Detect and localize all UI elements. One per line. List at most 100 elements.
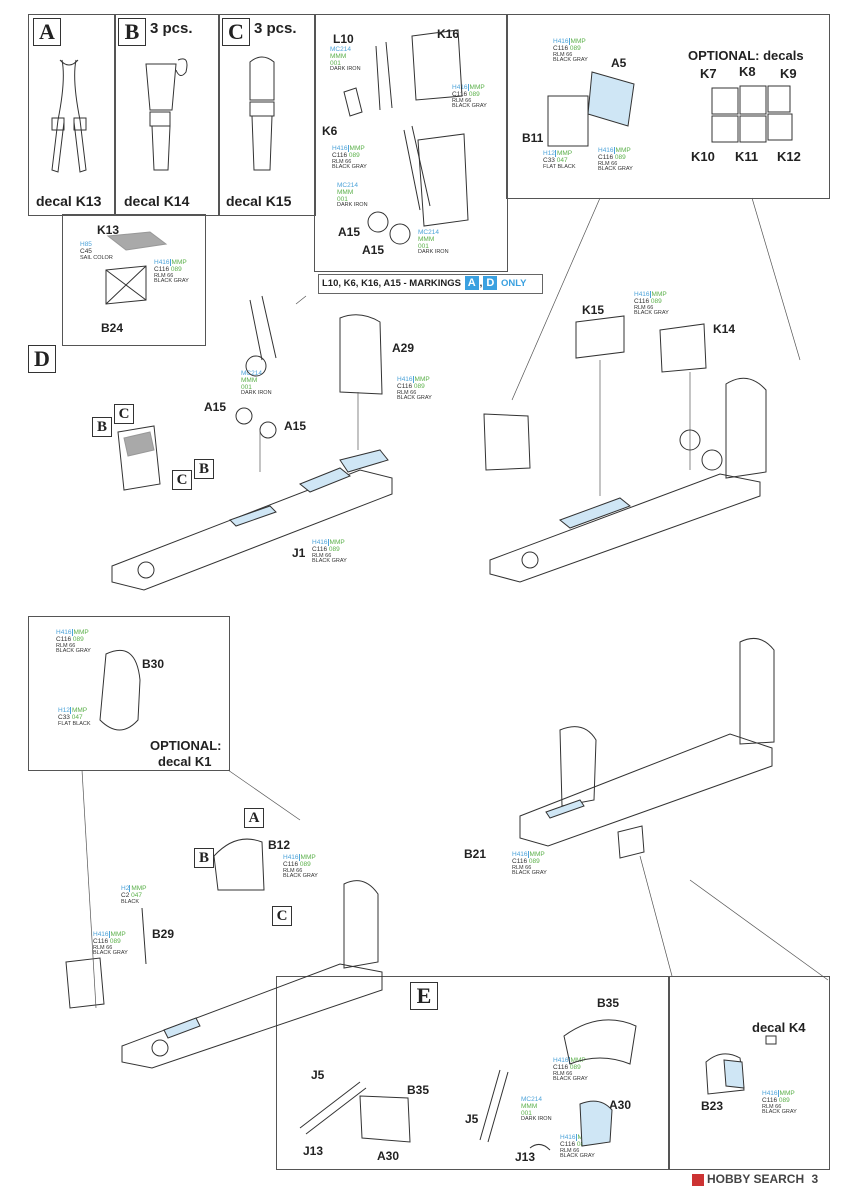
markings-suffix: ONLY [500, 278, 527, 289]
part-a15-label-3: A15 [204, 400, 227, 414]
watermark-brand: HOBBY SEARCH [707, 1172, 805, 1186]
decal-k7-label: K7 [700, 66, 717, 81]
panel-b23-frame [668, 976, 830, 1170]
callout-b-right: B [194, 459, 214, 479]
part-j5-label-2: J5 [465, 1112, 479, 1126]
callout-c-seat: C [272, 906, 292, 926]
part-a29-label: A29 [392, 341, 415, 355]
part-b12-label: B12 [268, 838, 291, 852]
part-b35-label-2: B35 [597, 996, 620, 1010]
part-j5-label-1: J5 [311, 1068, 325, 1082]
part-b21-label: B21 [464, 847, 487, 861]
paint-callout-a15: MC214 MMM 001 DARK IRON [418, 229, 449, 256]
step-d-letter: D [28, 345, 56, 373]
part-b11-label: B11 [522, 131, 544, 145]
part-a15-label-2: A15 [362, 243, 385, 257]
part-k14-label: K14 [713, 322, 736, 336]
part-a30-label-2: A30 [609, 1098, 632, 1112]
decal-k4-label: decal K4 [752, 1020, 806, 1035]
marking-a-badge: A [464, 276, 479, 290]
part-j13-label-1: J13 [303, 1144, 324, 1158]
part-a15-label-4: A15 [284, 419, 307, 433]
decal-k12-label: K12 [777, 149, 801, 164]
callout-c-top: C [114, 404, 134, 424]
part-a30-label-1: A30 [377, 1149, 400, 1163]
callout-b-seat: B [194, 848, 214, 868]
part-l10-label: L10 [333, 32, 354, 46]
decal-k9-label: K9 [780, 66, 797, 81]
harness-a-drawing [51, 59, 87, 173]
step-a-letter: A [33, 18, 61, 46]
watermark: HOBBY SEARCH 3 [692, 1172, 818, 1186]
panel-top-mid-frame [314, 14, 508, 272]
step-c-qty: 3 pcs. [254, 20, 297, 37]
harness-b-drawing [145, 58, 188, 171]
step-c-letter: C [222, 18, 250, 46]
hobby-search-logo-icon [692, 1173, 704, 1186]
paint-callout-gun: MC214 MMM 001 DARK IRON [337, 182, 368, 209]
panel-a-frame [28, 14, 116, 216]
marking-d-badge: D [483, 276, 498, 290]
panel-top-right-frame [506, 14, 830, 199]
part-b23-label: B23 [701, 1099, 724, 1113]
optional-k1-line2: decal K1 [158, 754, 212, 769]
markings-note: L10, K6, K16, A15 - MARKINGS A,D ONLY [318, 274, 543, 294]
decal-k10-label: K10 [691, 149, 715, 164]
panel-k13-frame [62, 214, 206, 346]
part-j1-label: J1 [292, 546, 306, 560]
decal-k13-caption: decal K13 [36, 193, 102, 209]
decal-k14-caption: decal K14 [124, 193, 190, 209]
part-b29-label: B29 [152, 927, 175, 941]
optional-decals-title: OPTIONAL: decals [688, 48, 804, 63]
part-j13-label-2: J13 [515, 1150, 536, 1164]
decal-k8-label: K8 [739, 64, 756, 79]
paint-callout-j5: MC214 MMM 001 DARK IRON [521, 1096, 552, 1123]
part-b24-label: B24 [101, 321, 124, 335]
panel-b30-frame [28, 616, 230, 771]
part-b35-label-1: B35 [407, 1083, 430, 1097]
panel-c-frame [218, 14, 316, 216]
callout-b-left: B [92, 417, 112, 437]
step-b-letter: B [118, 18, 146, 46]
part-a15-label-1: A15 [338, 225, 361, 239]
callout-a-seat: A [244, 808, 264, 828]
part-k13-label: K13 [97, 223, 120, 237]
part-a5-label: A5 [611, 56, 627, 70]
paint-callout-l10: MC214 MMM 001 DARK IRON [330, 46, 361, 73]
part-b30-label: B30 [142, 657, 165, 671]
panel-e-frame [276, 976, 670, 1170]
markings-separator: , [479, 278, 483, 289]
decal-k11-label: K11 [735, 149, 759, 164]
step-e-letter: E [410, 982, 438, 1010]
step-b-qty: 3 pcs. [150, 20, 193, 37]
page-number: 3 [811, 1172, 819, 1186]
paint-callout-gun-d: MC214 MMM 001 DARK IRON [241, 370, 272, 397]
callout-c-bottom: C [172, 470, 192, 490]
decal-k15-caption: decal K15 [226, 193, 292, 209]
part-k6-label: K6 [322, 124, 338, 138]
panel-b-frame [114, 14, 220, 216]
paint-callout-k13-sail: H85 C45 SAIL COLOR [80, 241, 113, 261]
harness-c-drawing [249, 56, 275, 171]
part-k15-label: K15 [582, 303, 605, 317]
markings-note-text: L10, K6, K16, A15 - MARKINGS [322, 278, 462, 289]
optional-k1-line1: OPTIONAL: [150, 738, 222, 753]
